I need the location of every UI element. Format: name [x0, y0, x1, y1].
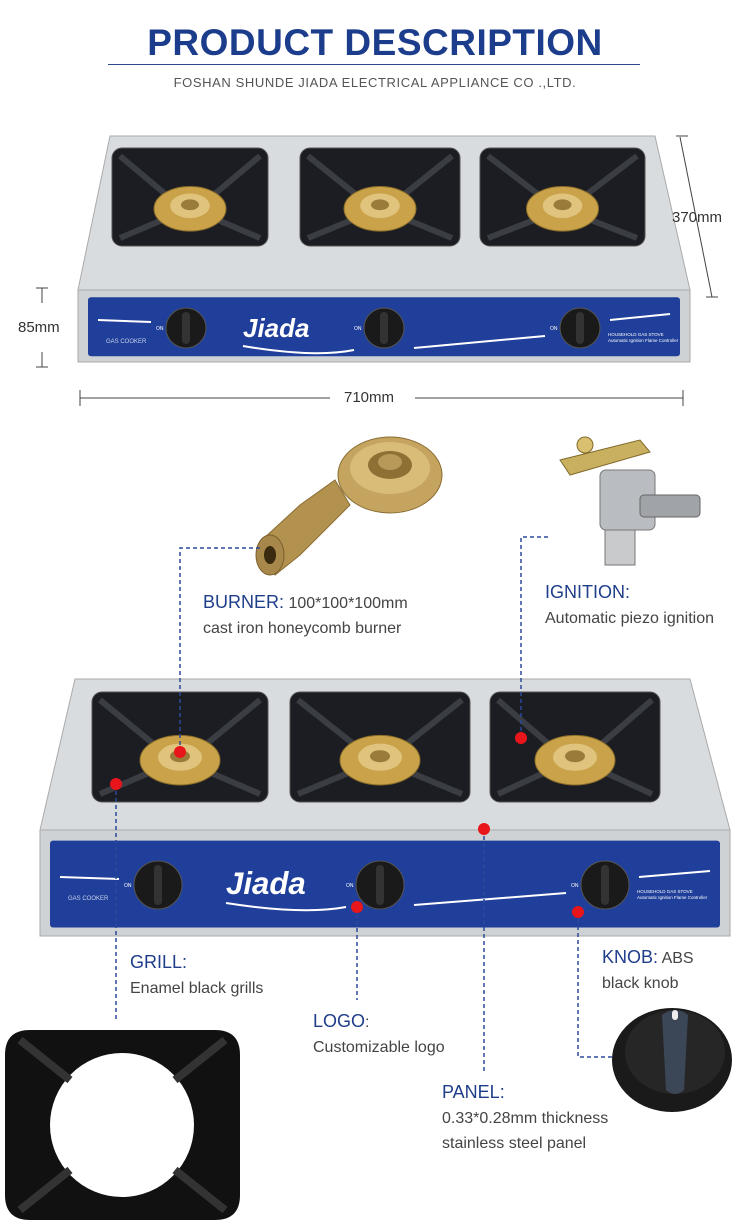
panel-badge: GAS COOKER — [106, 339, 147, 345]
dimension-lines — [36, 135, 718, 406]
grill-arm — [306, 153, 454, 241]
knob-grip — [576, 312, 584, 344]
knob-on-mark: ON — [571, 883, 579, 889]
knob-on-mark: ON — [124, 883, 132, 889]
logo-marker — [351, 901, 363, 913]
knob-callout: KNOB: ABS black knob — [602, 947, 694, 992]
knob-part-image — [612, 1008, 732, 1112]
callout-lines — [115, 536, 614, 1072]
grill-callout: GRILL: Enamel black grills — [130, 952, 264, 997]
burner-center — [371, 199, 389, 211]
knob-grip — [182, 312, 190, 344]
knob-marker — [572, 906, 584, 918]
callout-markers — [110, 732, 584, 918]
depth-label: 370mm — [672, 209, 723, 226]
knob-grip — [376, 865, 384, 905]
grill-part-image — [5, 1030, 240, 1220]
height-label: 85mm — [18, 319, 60, 336]
grill-arm — [98, 697, 262, 797]
panel-caption: HOUSEHOLD GAS STOVE — [608, 332, 664, 337]
panel-marker — [478, 823, 490, 835]
knob-grip — [380, 312, 388, 344]
ignition-part-image — [559, 436, 701, 566]
burner-center — [565, 750, 585, 763]
logo-callout: LOGO: Customizable logo — [313, 1011, 445, 1056]
grill-marker — [110, 778, 122, 790]
panel-decor-lines — [59, 870, 711, 912]
title-divider — [108, 64, 640, 65]
knob-on-mark: ON — [346, 883, 354, 889]
knob-grip — [154, 865, 162, 905]
burner-callout: BURNER: 100*100*100mm cast iron honeycom… — [203, 592, 408, 637]
brand-logo: Jiada — [226, 866, 306, 901]
company-name: FOSHAN SHUNDE JIADA ELECTRICAL APPLIANCE… — [173, 75, 577, 90]
grill-arm — [486, 153, 639, 241]
panel-callout: PANEL: 0.33*0.28mm thickness stainless s… — [442, 1082, 609, 1152]
burner-center — [370, 750, 390, 763]
burner-center — [181, 199, 199, 211]
ignition-callout: IGNITION: Automatic piezo ignition — [545, 582, 714, 627]
brand-logo: Jiada — [243, 313, 310, 343]
panel-caption: HOUSEHOLD GAS STOVE — [637, 889, 693, 894]
burner-marker — [174, 746, 186, 758]
grill-arm — [296, 697, 464, 797]
burner-part-image — [255, 436, 443, 576]
knob-on-mark: ON — [156, 326, 164, 332]
knob-callout-line — [577, 912, 614, 1058]
panel-caption: Automatic Ignition Flame Controller — [637, 895, 708, 900]
grill-arm — [118, 153, 262, 241]
page-title: PRODUCT DESCRIPTION — [147, 22, 603, 63]
width-label: 710mm — [344, 389, 395, 406]
panel-caption: Automatic Ignition Flame Controller — [608, 338, 679, 343]
panel-badge: GAS COOKER — [68, 896, 109, 902]
burner-callout-line — [179, 547, 262, 752]
knob-grip — [601, 865, 609, 905]
depth-dimension-line — [679, 136, 713, 298]
ignition-callout-line — [520, 536, 548, 738]
ignition-marker — [515, 732, 527, 744]
burner-center — [553, 199, 572, 211]
panel-decor-lines — [97, 313, 671, 355]
grill-arm — [496, 697, 654, 797]
knob-on-mark: ON — [550, 326, 558, 332]
knob-on-mark: ON — [354, 326, 362, 332]
